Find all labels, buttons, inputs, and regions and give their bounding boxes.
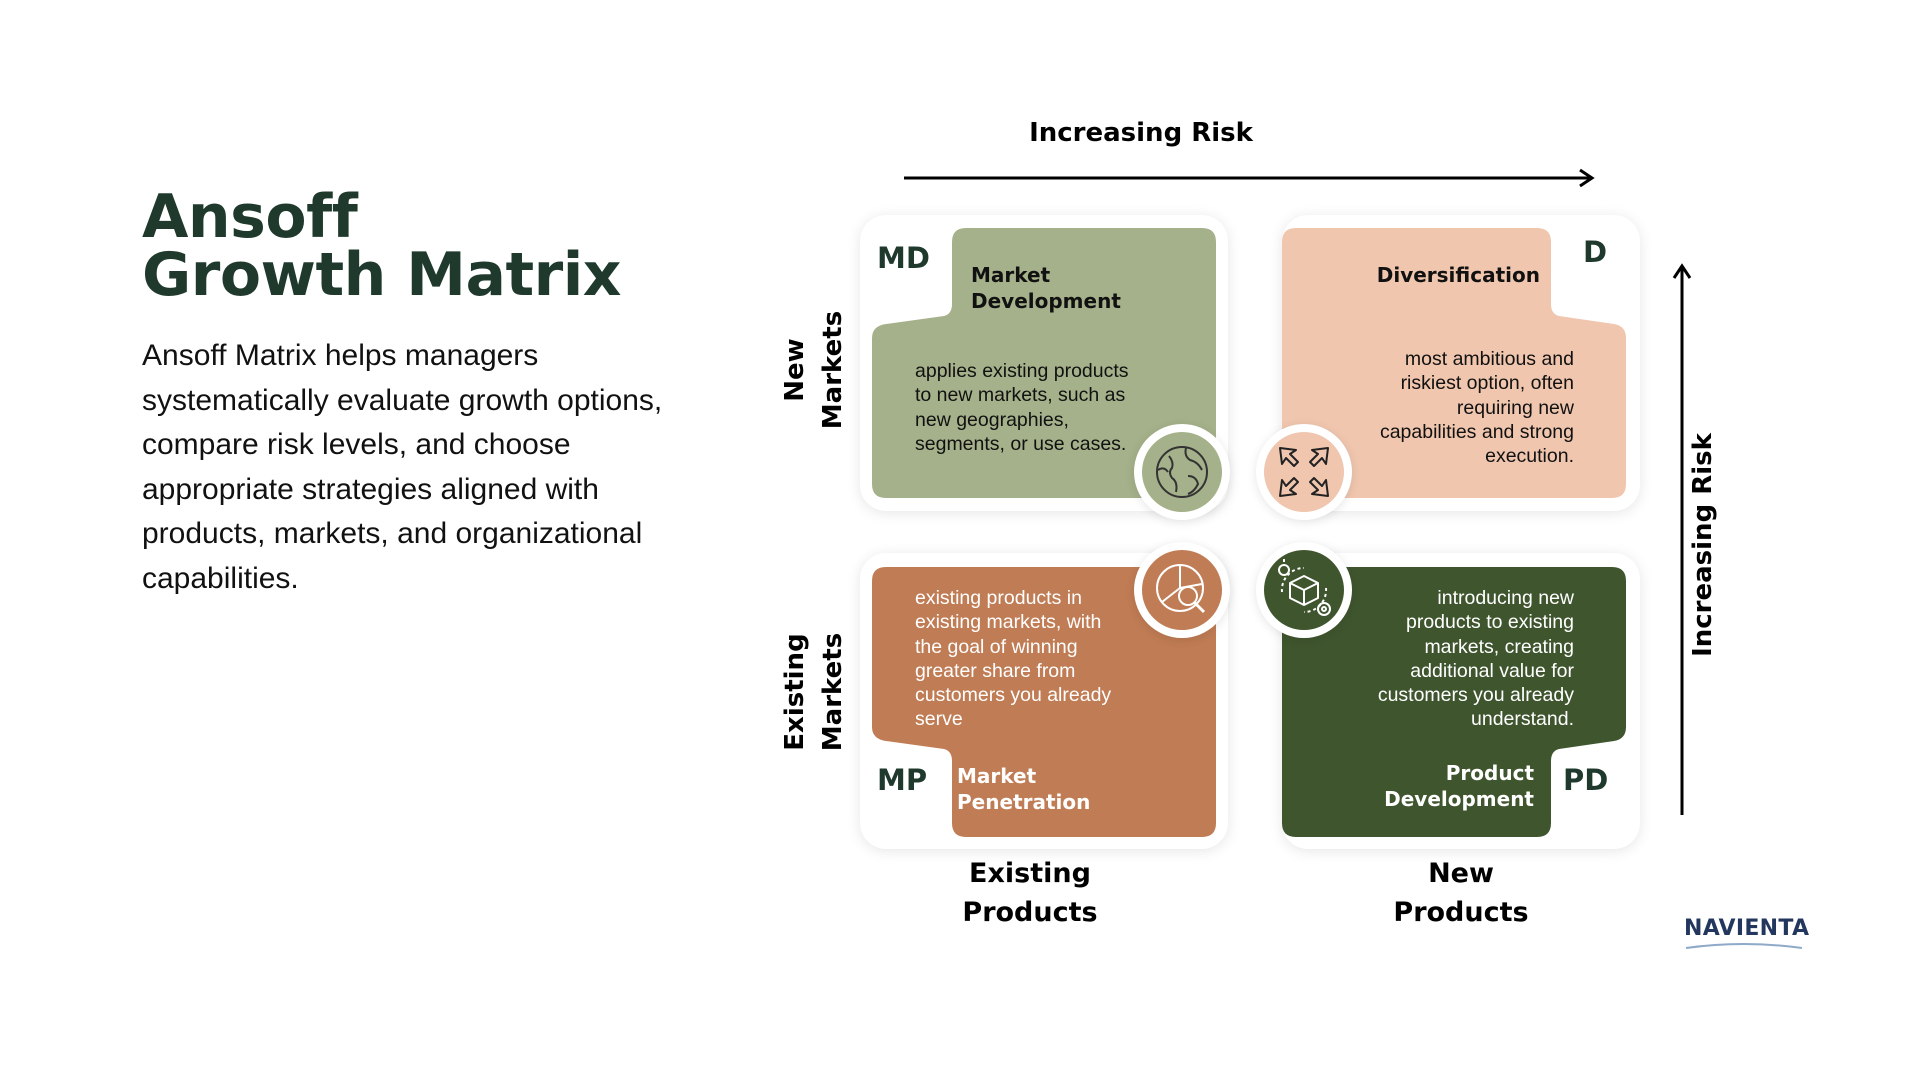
- quadrant-title-d: Diversification: [1377, 262, 1540, 288]
- text-line: most ambitious and: [1404, 348, 1574, 370]
- quadrant-code-mp: MP: [877, 763, 928, 797]
- brand-logo: NAVIENTA: [1684, 916, 1810, 941]
- quadrant-code-pd: PD: [1563, 763, 1609, 797]
- quadrant-text-pd: introducing new products to existing mar…: [1378, 586, 1574, 732]
- text-line: greater share from: [915, 659, 1076, 682]
- top-risk-arrowhead: [1579, 168, 1595, 188]
- quadrant-code-md: MD: [877, 241, 930, 275]
- text-line: introducing new: [1437, 587, 1574, 609]
- text-line: requiring new: [1456, 396, 1574, 419]
- text-line: understand.: [1471, 708, 1574, 731]
- column-label-line: Existing: [969, 858, 1091, 889]
- quadrant-title-mp: Market Penetration: [957, 763, 1090, 815]
- text-line: capabilities and strong: [1379, 420, 1574, 443]
- text-line: customers you already: [915, 684, 1112, 707]
- text-line: markets, creating: [1424, 635, 1574, 658]
- title-line: Diversification: [1376, 263, 1540, 287]
- top-axis-label: Increasing Risk: [1029, 118, 1253, 148]
- quadrant-title-md: Market Development: [971, 262, 1121, 314]
- quadrant-shape-pd: [1282, 567, 1626, 837]
- title-line: Market: [971, 263, 1051, 287]
- page-title: Ansoff Growth Matrix: [142, 182, 622, 310]
- column-label-line: New: [1428, 858, 1494, 889]
- text-line: riskiest option, often: [1400, 372, 1574, 395]
- title-line: Market: [957, 764, 1037, 788]
- title-line: Penetration: [957, 790, 1091, 814]
- quadrant-text-md: applies existing products to new markets…: [915, 359, 1129, 456]
- text-line: customers you already: [1377, 684, 1574, 707]
- right-risk-arrowhead: [1672, 263, 1692, 279]
- globe-icon: [1142, 432, 1222, 512]
- title-line: Development: [971, 289, 1121, 313]
- expand-arrows-icon: [1264, 432, 1344, 512]
- text-line: existing markets, with: [915, 611, 1102, 634]
- icon-circle-mp: [1134, 542, 1230, 638]
- quadrant-text-d: most ambitious and riskiest option, ofte…: [1380, 347, 1574, 468]
- quadrant-shape-mp: [872, 567, 1216, 837]
- brand-underline: [1685, 943, 1803, 949]
- text-line: execution.: [1485, 445, 1574, 468]
- title-line-2: Growth Matrix: [142, 240, 622, 310]
- column-label-line: Products: [1393, 897, 1529, 928]
- quadrant-title-pd: Product Development: [1384, 760, 1534, 812]
- text-line: the goal of winning: [915, 635, 1078, 658]
- icon-circle-d: [1256, 424, 1352, 520]
- quadrant-text-mp: existing products in existing markets, w…: [915, 586, 1111, 732]
- text-line: products to existing: [1405, 611, 1574, 634]
- quadrant-code-d: D: [1583, 235, 1608, 269]
- quadrant-shape-md: [872, 228, 1216, 498]
- title-line: Product: [1445, 761, 1534, 785]
- column-label-new-products: New Products: [1393, 854, 1528, 932]
- text-line: existing products in: [915, 587, 1082, 609]
- pie-chart-magnifier-icon: [1142, 550, 1222, 630]
- title-line: Development: [1384, 787, 1534, 811]
- text-line: additional value for: [1410, 659, 1574, 682]
- text-line: segments, or use cases.: [915, 432, 1127, 455]
- text-line: to new markets, such as: [915, 384, 1126, 407]
- quadrant-shape-d: [1282, 228, 1626, 498]
- column-label-existing-products: Existing Products: [962, 854, 1097, 932]
- text-line: applies existing products: [915, 360, 1129, 382]
- text-line: new geographies,: [915, 408, 1069, 431]
- column-label-line: Products: [962, 897, 1098, 928]
- icon-circle-pd: [1256, 542, 1352, 638]
- product-gear-icon: [1264, 550, 1344, 630]
- title-line-1: Ansoff: [142, 182, 358, 252]
- description: Ansoff Matrix helps managers systematica…: [142, 339, 663, 595]
- icon-circle-md: [1134, 424, 1230, 520]
- text-line: serve: [915, 708, 963, 731]
